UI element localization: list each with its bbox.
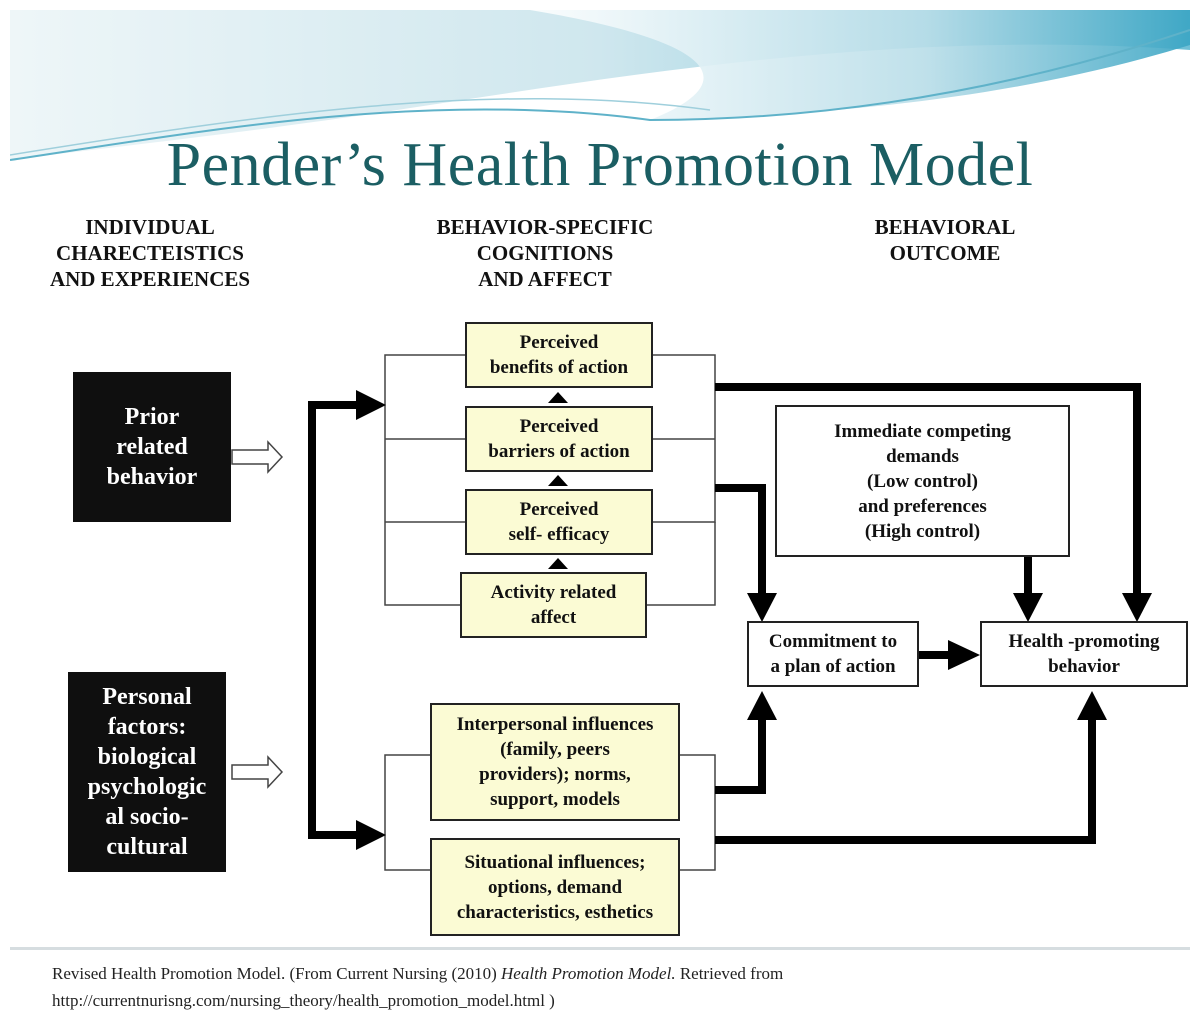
column-header-individual: INDIVIDUAL CHARECTEISTICS AND EXPERIENCE… — [49, 215, 251, 291]
divider — [10, 947, 1190, 950]
perceived-barriers-box: Perceived barriers of action — [465, 406, 653, 472]
situational-influences-box: Situational influences; options, demand … — [430, 838, 680, 936]
decorative-banner — [10, 10, 1190, 180]
source-caption: Revised Health Promotion Model. (From Cu… — [52, 960, 1182, 1014]
column-header-outcome: BEHAVIORAL OUTCOME — [874, 215, 1016, 265]
connector-layer — [231, 354, 1152, 871]
caption-url: http://currentnurisng.com/nursing_theory… — [52, 991, 555, 1010]
caption-prefix: Revised Health Promotion Model. (From Cu… — [52, 964, 502, 983]
slide: Pender’s Health Promotion Model INDIVIDU… — [10, 10, 1190, 947]
competing-demands-box: Immediate competing demands (Low control… — [775, 405, 1070, 557]
page-title: Pender’s Health Promotion Model — [166, 131, 1034, 199]
caption-italic: Health Promotion Model. — [501, 964, 676, 983]
hollow-arrow-prior — [231, 440, 284, 474]
column-header-cognitions: BEHAVIOR-SPECIFIC COGNITIONS AND AFFECT — [436, 215, 654, 291]
activity-related-affect-box: Activity related affect — [460, 572, 647, 638]
hollow-arrow-personal — [231, 755, 284, 789]
prior-related-behavior-box: Prior related behavior — [73, 372, 231, 522]
perceived-benefits-box: Perceived benefits of action — [465, 322, 653, 388]
personal-factors-box: Personal factors: biological psychologic… — [68, 672, 226, 872]
perceived-self-efficacy-box: Perceived self- efficacy — [465, 489, 653, 555]
commitment-box: Commitment to a plan of action — [747, 621, 919, 687]
caption-suffix: Retrieved from — [675, 964, 784, 983]
health-promoting-behavior-box: Health -promoting behavior — [980, 621, 1188, 687]
interpersonal-influences-box: Interpersonal influences (family, peers … — [430, 703, 680, 821]
